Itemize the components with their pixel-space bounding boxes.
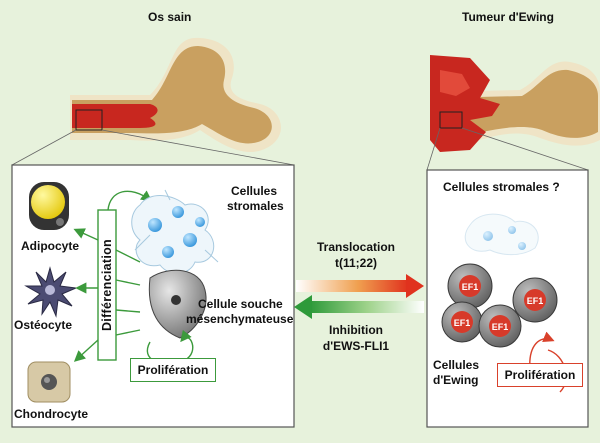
label-translocation-line1: Translocation bbox=[316, 240, 396, 254]
mesenchymal-stem-cell bbox=[148, 269, 207, 339]
zoom-region-right bbox=[439, 111, 463, 129]
label-chondrocyte: Chondrocyte bbox=[14, 407, 89, 421]
differentiation-box bbox=[97, 209, 117, 361]
ef1-label-3: EF1 bbox=[453, 318, 471, 328]
inhibition-arrow bbox=[294, 295, 424, 319]
ef1-label-1: EF1 bbox=[461, 282, 479, 292]
differentiation-arrows bbox=[73, 190, 153, 362]
title-healthy-bone: Os sain bbox=[148, 10, 192, 24]
proliferation-box-left: Prolifération bbox=[130, 358, 216, 382]
label-translocation-line2: t(11;22) bbox=[334, 256, 378, 270]
ef1-label-4: EF1 bbox=[491, 322, 509, 332]
label-ewing-cells-line1: Cellules bbox=[433, 358, 480, 372]
title-ewing-tumour: Tumeur d'Ewing bbox=[462, 10, 554, 24]
tumour-bone bbox=[430, 55, 600, 152]
label-stromal-cells-line1: Cellules bbox=[231, 184, 278, 198]
label-stem-cell-line1: Cellule souche bbox=[198, 297, 283, 311]
label-proliferation-left: Prolifération bbox=[137, 363, 209, 377]
label-ewing-cells-line2: d'Ewing bbox=[433, 373, 479, 387]
adipocyte-cell bbox=[29, 182, 69, 230]
label-inhibition-line2: d'EWS-FLI1 bbox=[322, 339, 390, 353]
osteocyte-cell bbox=[24, 266, 78, 318]
stromal-cells-cluster bbox=[131, 189, 219, 274]
label-stem-cell-line2: mésenchymateuse bbox=[186, 312, 294, 326]
label-proliferation-right: Prolifération bbox=[504, 368, 576, 382]
ef1-label-2: EF1 bbox=[526, 296, 544, 306]
zoom-region-left bbox=[75, 109, 103, 131]
right-panel bbox=[426, 169, 589, 428]
label-adipocyte: Adipocyte bbox=[21, 239, 80, 253]
label-stromal-cells-line2: stromales bbox=[227, 199, 284, 213]
ewing-cells-cluster bbox=[441, 263, 558, 348]
label-stromal-question: Cellules stromales ? bbox=[443, 180, 560, 194]
faint-stromal-cells bbox=[464, 213, 539, 256]
label-inhibition-line1: Inhibition bbox=[329, 323, 383, 337]
label-osteocyte: Ostéocyte bbox=[14, 318, 73, 332]
chondrocyte-cell bbox=[27, 361, 71, 403]
label-differentiation: Différenciation bbox=[100, 239, 114, 332]
translocation-arrow bbox=[296, 274, 424, 298]
proliferation-box-right: Prolifération bbox=[497, 363, 583, 387]
healthy-bone bbox=[70, 37, 281, 152]
